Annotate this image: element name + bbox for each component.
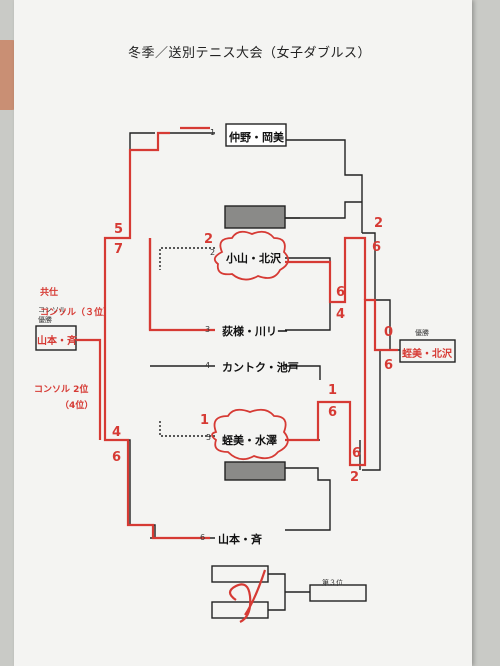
score-2c: 2 xyxy=(350,470,360,485)
note-fourth: （4位） xyxy=(60,401,94,411)
seed-3: 3 xyxy=(205,325,211,334)
score-2a: 2 xyxy=(204,232,214,247)
third-place-label: 第３位 xyxy=(322,579,343,587)
score-6f: 6 xyxy=(384,358,394,373)
score-4b: 4 xyxy=(336,307,346,322)
note-win: 共仕 xyxy=(40,288,59,298)
champion-label: 優勝 xyxy=(415,329,429,337)
score-1: 1 xyxy=(200,413,210,428)
consolation-label: コンソル 優勝 xyxy=(38,306,66,324)
player-1-name: 仲野・岡美 xyxy=(229,131,284,144)
champion-name: 蛭美・北沢 xyxy=(402,349,452,360)
seed-1: 1 xyxy=(210,128,216,137)
player-3-name: 荻様・川リー xyxy=(222,325,288,338)
score-6b: 6 xyxy=(336,285,346,300)
seed-2: 2 xyxy=(210,248,216,257)
consolation-name: 山本・斉 xyxy=(37,336,77,347)
score-6c: 6 xyxy=(328,405,338,420)
seed-5: 5 xyxy=(206,433,212,442)
name-boxes xyxy=(35,123,456,481)
score-6e: 6 xyxy=(352,446,362,461)
player-5-name: 蛭美・水澤 xyxy=(222,434,277,447)
winner-path xyxy=(76,126,398,623)
score-5: 5 xyxy=(114,222,124,237)
score-6d: 6 xyxy=(372,240,382,255)
score-2b: 2 xyxy=(374,216,384,231)
bracket-poster xyxy=(14,0,472,666)
score-7: 7 xyxy=(114,242,124,257)
player-4-name: カントク・池戸 xyxy=(222,361,299,374)
seed-4: 4 xyxy=(205,361,211,370)
score-6a: 6 xyxy=(112,450,122,465)
score-4: 4 xyxy=(112,425,122,440)
score-1b: 1 xyxy=(328,383,338,398)
note-cons2: コンソル 2位 xyxy=(34,385,89,395)
player-6-name: 山本・斉 xyxy=(218,533,262,546)
score-0: 0 xyxy=(384,325,394,340)
player-2-name: 小山・北沢 xyxy=(226,252,281,265)
page-title: 冬季／送別テニス大会（女子ダブルス） xyxy=(128,46,372,61)
note-cons3: コンソル（３位） xyxy=(40,308,113,318)
seed-6: 6 xyxy=(200,533,206,542)
